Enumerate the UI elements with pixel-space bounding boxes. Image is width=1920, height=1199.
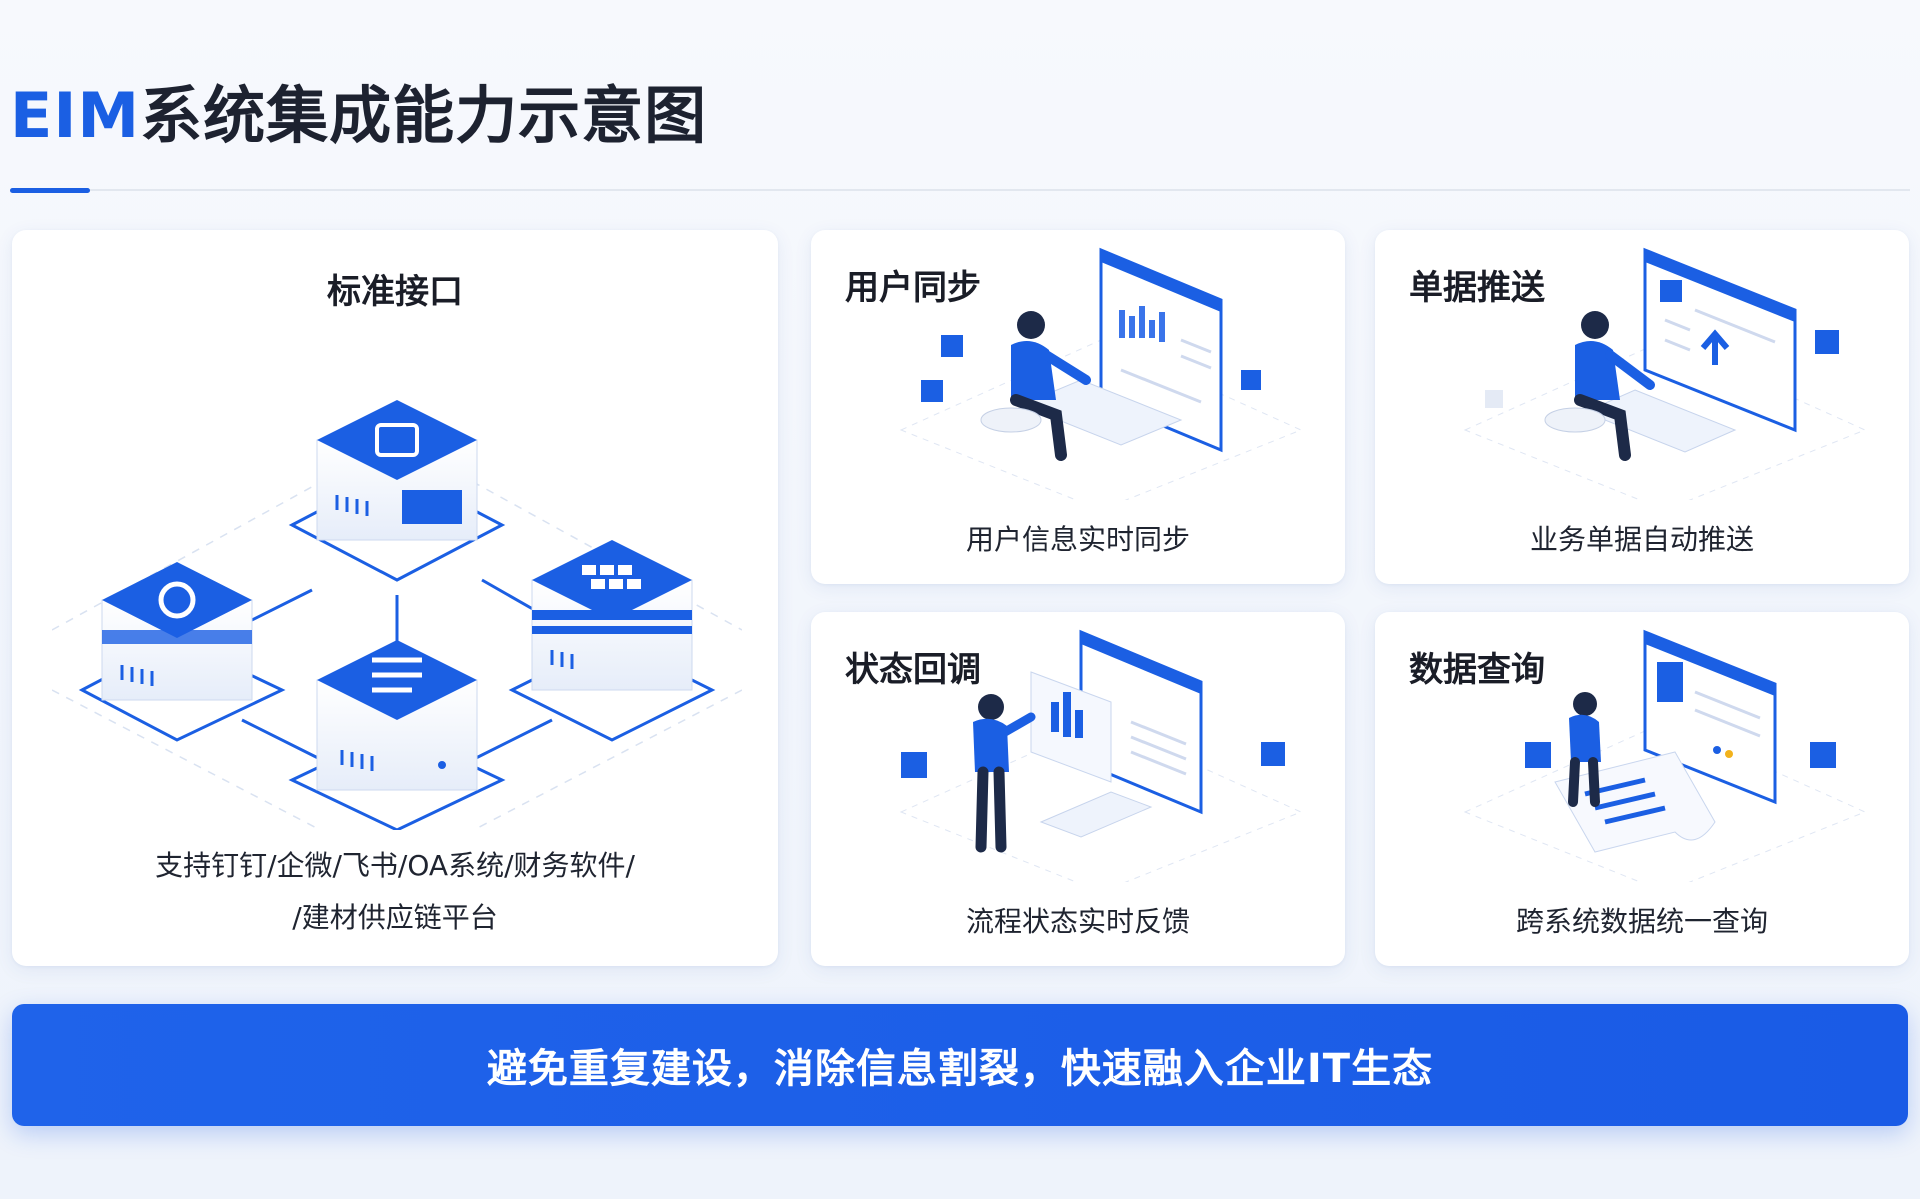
server-left-icon bbox=[78, 562, 286, 742]
server-right-icon bbox=[508, 540, 716, 742]
card-desc-status-callback: 流程状态实时反馈 bbox=[965, 905, 1190, 938]
card-desc-user-sync: 用户信息实时同步 bbox=[965, 523, 1190, 556]
card-title-user-sync: 用户同步 bbox=[845, 268, 981, 308]
card-standard-interface: 标准接口 bbox=[12, 230, 778, 966]
card-user-sync: 用户同步 用户信息实时同步 bbox=[811, 230, 1345, 584]
card-desc-data-query: 跨系统数据统一查询 bbox=[1515, 905, 1768, 938]
desc-line-1: 支持钉钉/企微/飞书/OA系统/财务软件/ bbox=[155, 849, 635, 882]
card-title-document-push: 单据推送 bbox=[1409, 268, 1545, 308]
card-desc-standard-interface: 支持钉钉/企微/飞书/OA系统/财务软件/ /建材供应链平台 bbox=[12, 840, 778, 944]
document-push-illustration bbox=[1463, 247, 1867, 500]
title-divider bbox=[10, 189, 1910, 191]
status-callback-illustration bbox=[899, 629, 1303, 882]
server-top-icon bbox=[288, 400, 506, 582]
card-data-query: 数据查询 跨系统数据统一查询 bbox=[1375, 612, 1909, 966]
card-status-callback: 状态回调 流程状态实时反馈 bbox=[811, 612, 1345, 966]
desc-line-2: /建材供应链平台 bbox=[292, 901, 498, 934]
card-title-standard-interface: 标准接口 bbox=[327, 272, 463, 312]
server-bottom-icon bbox=[288, 640, 506, 830]
card-desc-document-push: 业务单据自动推送 bbox=[1529, 523, 1754, 556]
server-network-illustration bbox=[52, 400, 742, 830]
card-title-status-callback: 状态回调 bbox=[845, 650, 981, 690]
user-at-computer-illustration bbox=[899, 247, 1303, 500]
title-rest: 系统集成能力示意图 bbox=[140, 79, 708, 152]
card-title-data-query: 数据查询 bbox=[1409, 650, 1545, 690]
title-divider-accent bbox=[10, 188, 90, 193]
card-document-push: 单据推送 业务单据自动推送 bbox=[1375, 230, 1909, 584]
page-title: EIM系统集成能力示意图 bbox=[10, 80, 707, 152]
summary-banner: 避免重复建设，消除信息割裂，快速融入企业IT生态 bbox=[12, 1004, 1908, 1126]
data-query-illustration bbox=[1463, 629, 1867, 882]
banner-text: 避免重复建设，消除信息割裂，快速融入企业IT生态 bbox=[486, 1046, 1434, 1092]
title-accent: EIM bbox=[10, 79, 141, 152]
